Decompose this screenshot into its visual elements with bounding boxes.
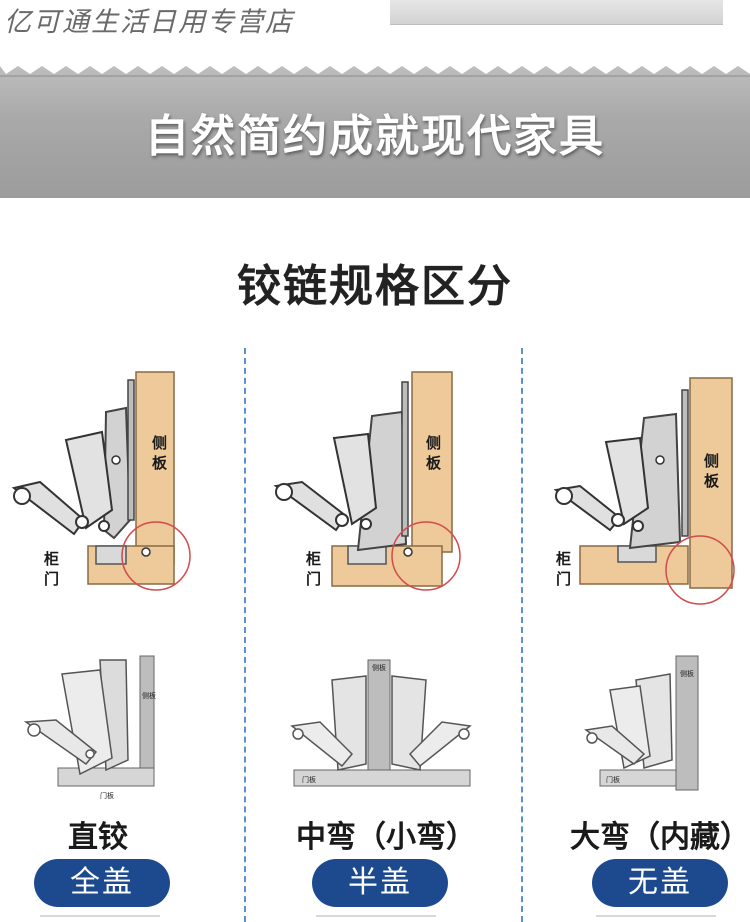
column-divider-1 (244, 348, 246, 922)
small-side-label-3: 侧板 (680, 669, 694, 678)
door-label-2b: 门 (306, 570, 321, 588)
type-name-medium-bend: 中弯（小弯） (296, 820, 476, 855)
section-title: 铰链规格区分 (237, 261, 513, 312)
medium-bend-hinge-small-diagram: 侧板 门板 (290, 659, 472, 787)
cover-badge-full: 全盖 (34, 859, 170, 907)
big-bend-hinge-diagram: 侧 板 柜 门 (553, 377, 735, 605)
type-name-big-bend: 大弯（内藏） (570, 820, 750, 855)
side-panel-label-1a: 侧 (152, 434, 167, 452)
banner-zigzag-edge (0, 66, 750, 77)
small-side-label-2: 侧板 (372, 663, 386, 672)
type-name-straight: 直铰 (68, 820, 128, 855)
small-door-label-2: 门板 (302, 775, 316, 784)
top-bar (390, 0, 723, 25)
straight-hinge-diagram: 侧 板 柜 门 (11, 371, 191, 591)
small-door-label-3: 门板 (606, 775, 620, 784)
door-label-2a: 柜 (305, 550, 321, 568)
banner-title: 自然简约成就现代家具 (145, 111, 605, 162)
side-panel-label-2a: 侧 (426, 434, 441, 452)
medium-bend-hinge-diagram: 侧 板 柜 门 (273, 371, 461, 591)
bottom-line-3 (596, 915, 716, 917)
door-label-1a: 柜 (43, 550, 59, 568)
bottom-line-1 (40, 915, 160, 917)
small-door-label-1: 门板 (100, 791, 114, 800)
small-side-label-1: 侧板 (142, 691, 156, 700)
straight-hinge-small-diagram: 侧板 门板 (23, 655, 156, 800)
cover-badge-half: 半盖 (312, 859, 448, 907)
bottom-line-2 (316, 915, 436, 917)
shop-watermark: 亿可通生活日用专营店 (4, 7, 294, 38)
column-divider-2 (521, 348, 523, 922)
big-bend-hinge-small-diagram: 侧板 门板 (584, 655, 699, 791)
side-panel-label-3b: 板 (704, 472, 720, 490)
side-panel-label-1b: 板 (152, 454, 168, 472)
door-label-3a: 柜 (555, 550, 571, 568)
side-panel-label-2b: 板 (426, 454, 442, 472)
banner (0, 66, 750, 198)
door-label-1b: 门 (44, 570, 59, 588)
door-label-3b: 门 (556, 570, 571, 588)
side-panel-label-3a: 侧 (704, 452, 719, 470)
cover-badge-none: 无盖 (592, 859, 728, 907)
